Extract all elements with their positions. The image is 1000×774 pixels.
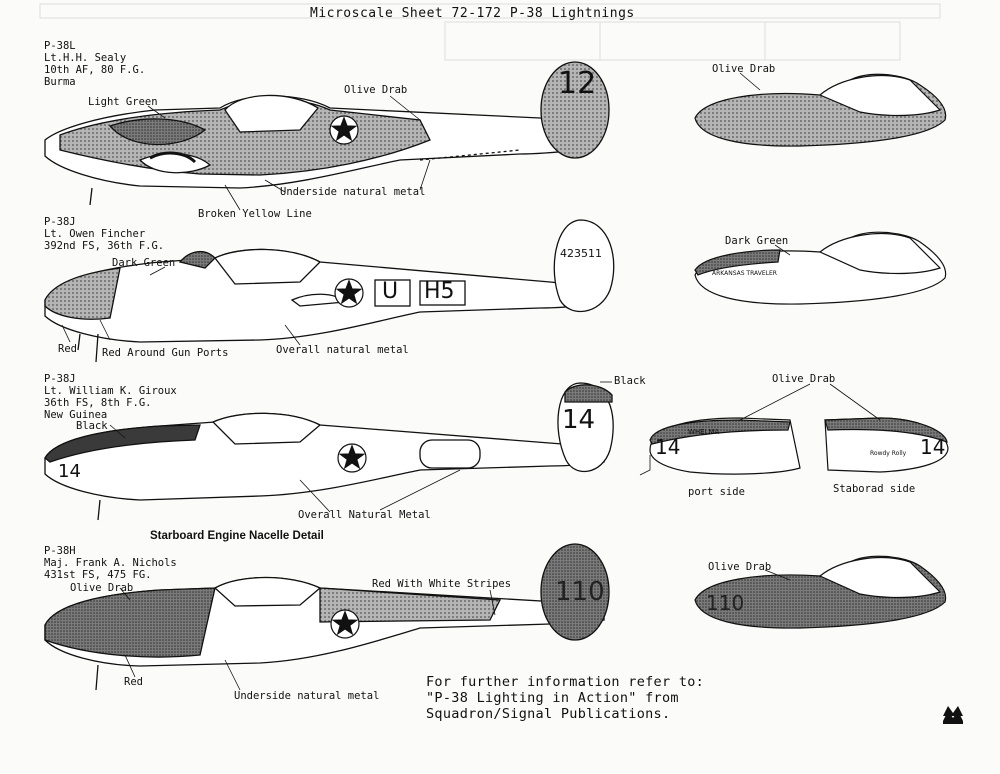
callout-broken-line: Broken Yellow Line bbox=[198, 208, 312, 220]
callout-overall: Overall Natural Metal bbox=[298, 509, 431, 521]
callout-olive-drab: Olive Drab bbox=[70, 582, 134, 594]
aircraft-pilot: Maj. Frank A. Nichols bbox=[44, 557, 177, 569]
aircraft-pilot: Lt. William K. Giroux bbox=[44, 385, 177, 397]
callout-gun-ports: Red Around Gun Ports bbox=[102, 347, 229, 359]
nose-detail-3-port bbox=[649, 417, 801, 475]
tail-code: 110 bbox=[555, 577, 605, 607]
nose-detail-2 bbox=[694, 231, 947, 305]
aircraft-unit: 36th FS, 8th F.G. bbox=[44, 397, 152, 409]
info-line-1: For further information refer to: bbox=[426, 674, 705, 690]
info-line-3: Squadron/Signal Publications. bbox=[426, 706, 671, 722]
nose-detail-1 bbox=[694, 73, 947, 147]
callout-red: Red bbox=[58, 343, 77, 355]
aircraft-location: Burma bbox=[44, 76, 76, 88]
aircraft-model: P-38H bbox=[44, 545, 76, 557]
profile-p38l bbox=[44, 61, 610, 206]
fuselage-code-a: U bbox=[382, 279, 399, 304]
nose-code-starboard: 14 bbox=[920, 435, 946, 459]
nose-art-text: ARKANSAS TRAVELER bbox=[712, 270, 777, 277]
callout-underside: Underside natural metal bbox=[280, 186, 426, 198]
nose-code: 14 bbox=[58, 461, 81, 482]
aircraft-unit: 392nd FS, 36th F.G. bbox=[44, 240, 165, 252]
callout-dark-green: Dark Green bbox=[112, 257, 176, 269]
nose-callout: Dark Green bbox=[725, 235, 789, 247]
callout-black: Black bbox=[76, 420, 108, 432]
callout-red: Red bbox=[124, 676, 143, 688]
fuselage-code-b: H5 bbox=[424, 279, 455, 304]
callout-underside: Underside natural metal bbox=[234, 690, 380, 702]
starboard-side-caption: Staborad side bbox=[833, 483, 916, 495]
callout-light-green: Light Green bbox=[88, 96, 158, 108]
tail-serial: 423511 bbox=[560, 247, 602, 260]
aircraft-model: P-38L bbox=[44, 40, 76, 52]
nose-callout: Olive Drab bbox=[712, 63, 776, 75]
aircraft-location: New Guinea bbox=[44, 409, 108, 421]
nose-art-port: WHELMA bbox=[688, 428, 720, 436]
nose-callout: Olive Drab bbox=[708, 561, 772, 573]
nose-code: 110 bbox=[706, 591, 745, 615]
sheet-title: Microscale Sheet 72-172 P-38 Lightnings bbox=[310, 6, 635, 21]
nose-code-port: 14 bbox=[655, 435, 681, 459]
aircraft-model: P-38J bbox=[44, 373, 76, 385]
callout-tail-black: Black bbox=[614, 375, 646, 387]
profile-p38h bbox=[44, 543, 610, 691]
bleed-through bbox=[39, 3, 941, 61]
callout-olive-drab: Olive Drab bbox=[344, 84, 408, 96]
nose-art-starboard: Rowdy Rolly bbox=[870, 450, 907, 457]
callout-overall: Overall natural metal bbox=[276, 344, 409, 356]
nose-detail-4 bbox=[694, 555, 947, 629]
callout-stripes: Red With White Stripes bbox=[372, 578, 512, 590]
aircraft-unit: 431st FS, 475 FG. bbox=[44, 569, 152, 581]
tail-code: 14 bbox=[562, 405, 596, 435]
profile-p38j-giroux bbox=[44, 382, 614, 521]
leader-lines bbox=[61, 72, 881, 691]
publisher-logo bbox=[943, 706, 963, 724]
aircraft-model: P-38J bbox=[44, 216, 76, 228]
profile-p38j-fincher bbox=[44, 219, 615, 363]
tail-code: 12 bbox=[558, 66, 597, 101]
nose-callout: Olive Drab bbox=[772, 373, 836, 385]
nacelle-caption: Starboard Engine Nacelle Detail bbox=[150, 530, 324, 542]
info-line-2: "P-38 Lighting in Action" from bbox=[426, 690, 679, 706]
aircraft-unit: 10th AF, 80 F.G. bbox=[44, 64, 146, 76]
port-side-caption: port side bbox=[688, 486, 745, 498]
nose-detail-3-starboard bbox=[824, 417, 949, 473]
aircraft-pilot: Lt.H.H. Sealy bbox=[44, 52, 127, 64]
aircraft-pilot: Lt. Owen Fincher bbox=[44, 228, 146, 240]
